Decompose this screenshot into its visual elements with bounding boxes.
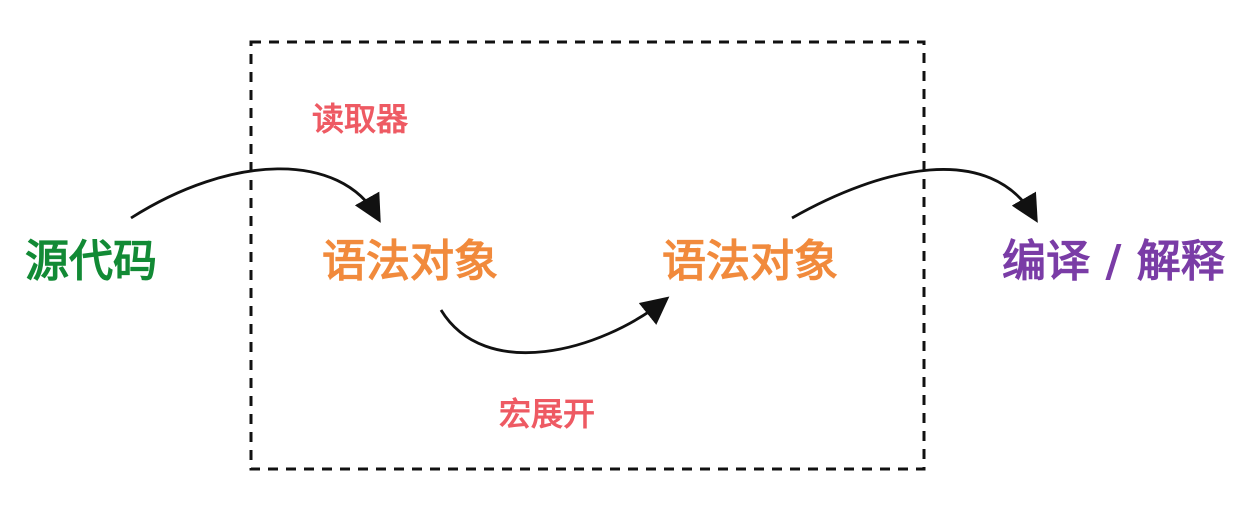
reader-macro-boundary	[249, 40, 926, 471]
reader-label: 读取器	[312, 100, 409, 138]
syntax-object-label-2: 语法对象	[662, 236, 838, 287]
macro-expansion-label: 宏展开	[499, 395, 596, 433]
arrow-syntax-to-syntax	[439, 296, 670, 355]
source-code-label: 源代码	[25, 236, 157, 287]
compile-interpret-label: 编译 / 解释	[1002, 236, 1225, 287]
arrow-source-to-syntax	[130, 167, 381, 223]
syntax-object-label-1: 语法对象	[322, 236, 498, 287]
arrow-syntax-to-compile	[791, 168, 1038, 223]
